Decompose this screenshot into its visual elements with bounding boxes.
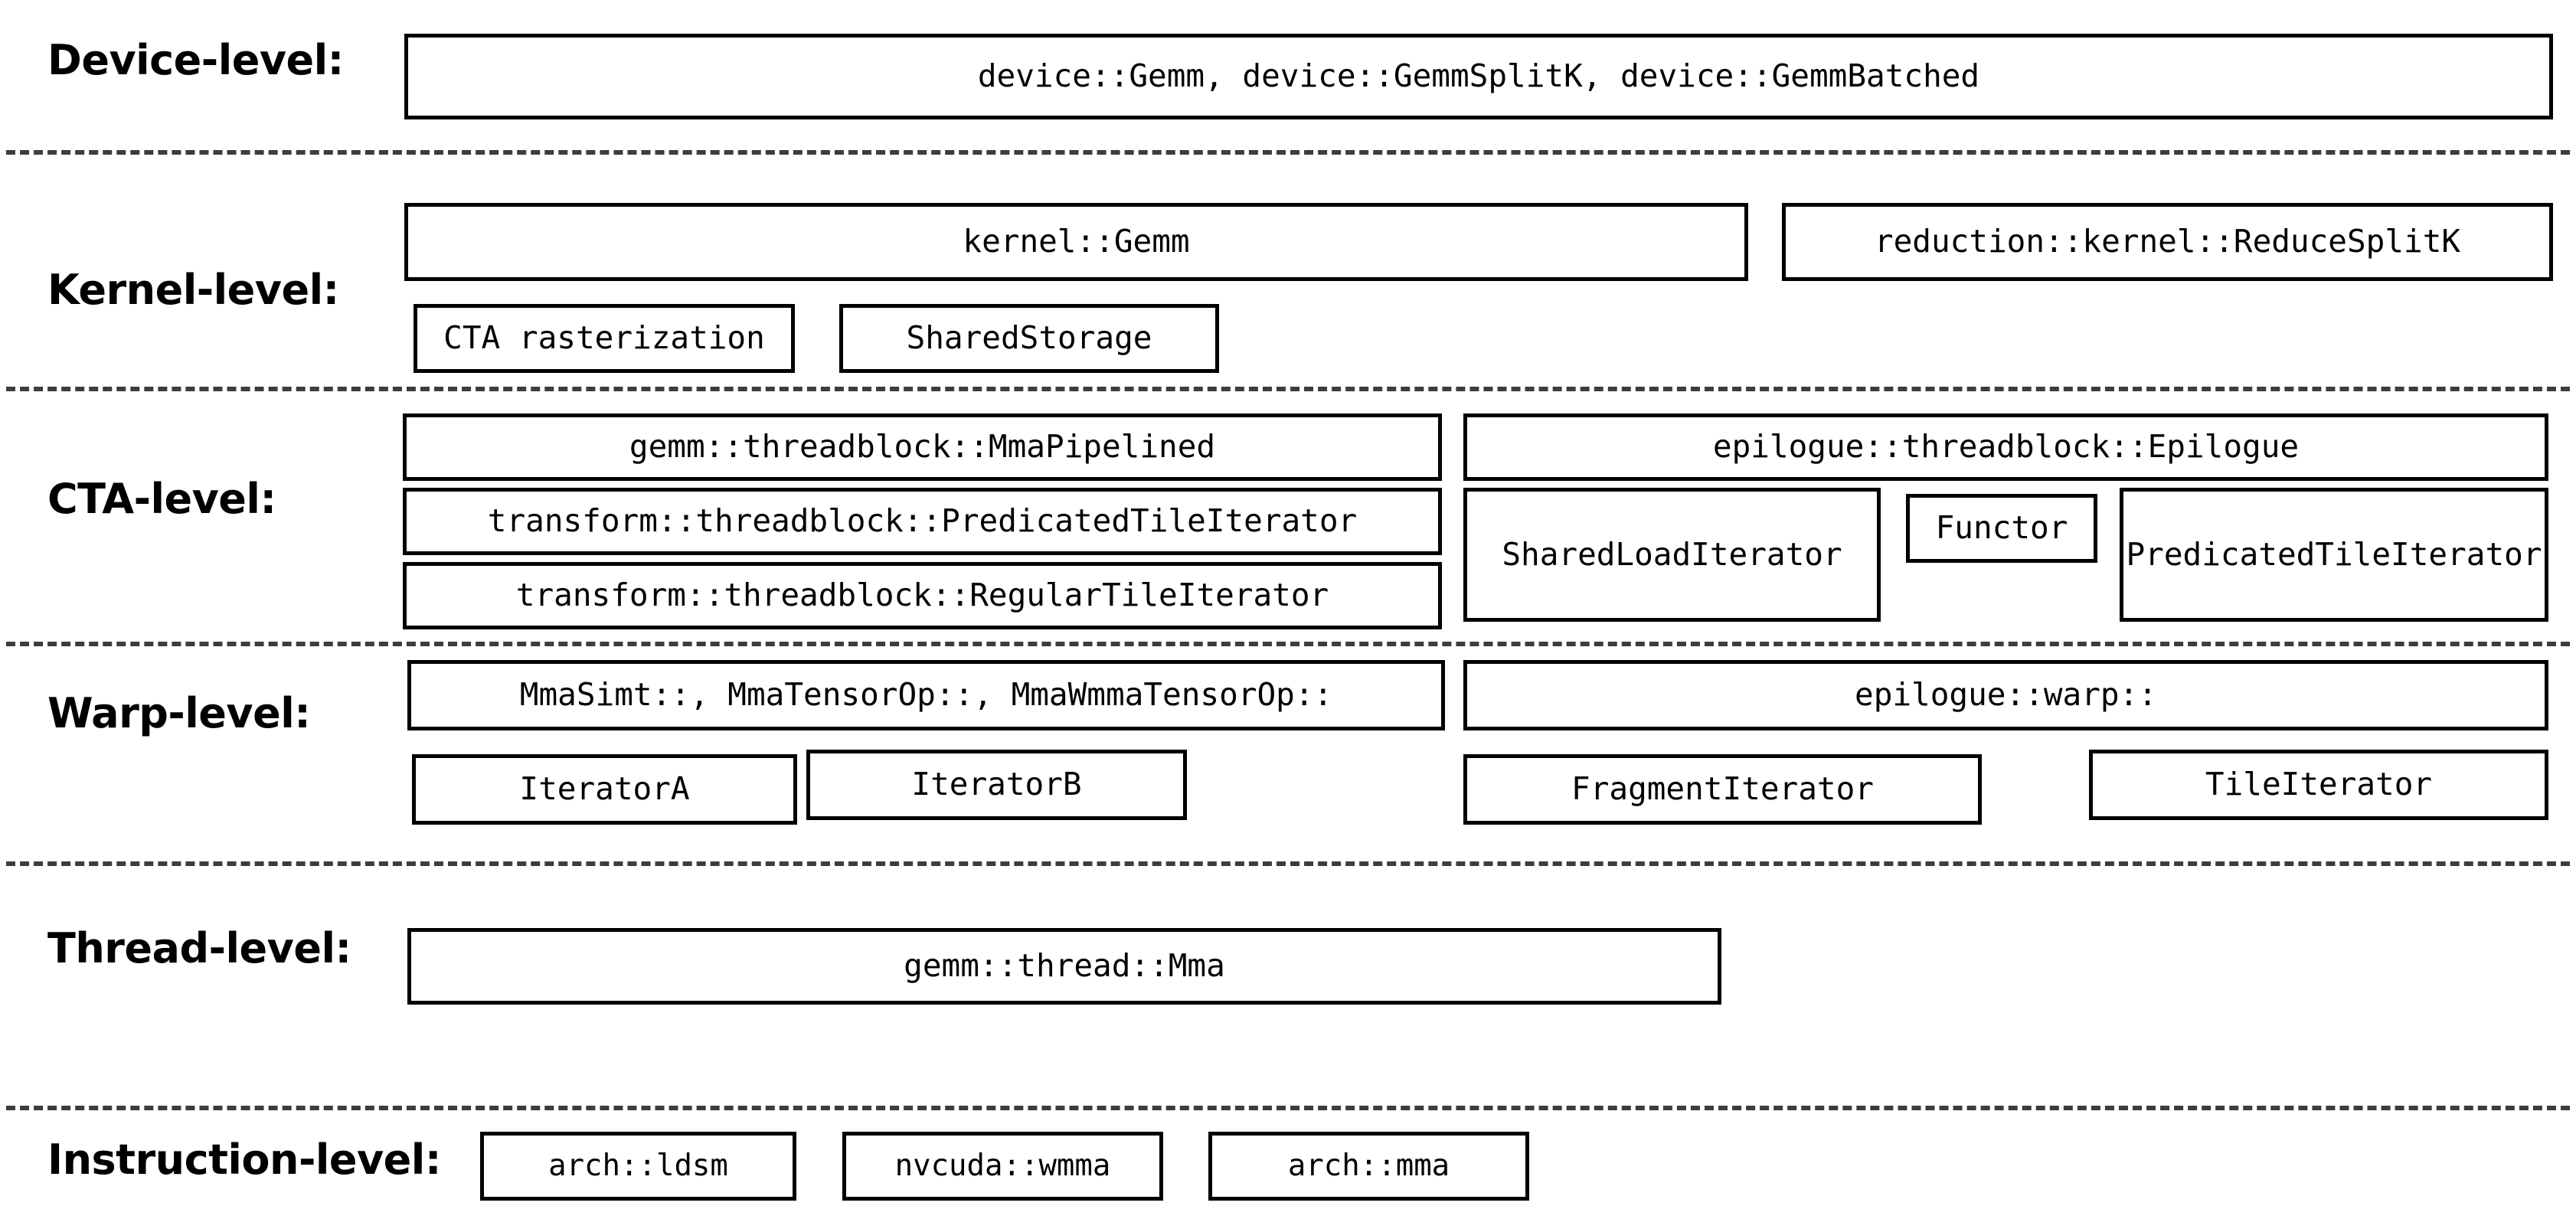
node-arch-ldsm[interactable]: arch::ldsm [480, 1132, 796, 1201]
node-cta-rasterization[interactable]: CTA rasterization [414, 304, 795, 373]
level-label-kernel: Kernel-level: [47, 266, 339, 314]
node-shared-load-iterator[interactable]: SharedLoadIterator [1463, 488, 1881, 622]
node-mma-simt-tensorop-wmma[interactable]: MmaSimt::, MmaTensorOp::, MmaWmmaTensorO… [407, 660, 1445, 730]
level-label-warp: Warp-level: [47, 689, 311, 737]
node-nvcuda-wmma-label: nvcuda::wmma [894, 1148, 1111, 1183]
node-epilogue-threadblock-epilogue[interactable]: epilogue::threadblock::Epilogue [1463, 413, 2548, 481]
node-tile-iterator[interactable]: TileIterator [2089, 750, 2548, 820]
node-shared-load-iterator-label: SharedLoadIterator [1502, 535, 1842, 573]
node-transform-threadblock-regulartileiterator[interactable]: transform::threadblock::RegularTileItera… [403, 562, 1442, 629]
node-shared-storage-label: SharedStorage [906, 319, 1152, 357]
divider-kernel-cta [6, 387, 2570, 391]
node-transform-threadblock-predicatedtileiterator-label: transform::threadblock::PredicatedTileIt… [487, 502, 1358, 540]
node-cta-rasterization-label: CTA rasterization [443, 319, 765, 357]
node-shared-storage[interactable]: SharedStorage [839, 304, 1219, 373]
node-iterator-a-label: IteratorA [519, 770, 690, 808]
node-epilogue-threadblock-epilogue-label: epilogue::threadblock::Epilogue [1712, 428, 2300, 466]
node-device-gemm-label: device::Gemm, device::GemmSplitK, device… [977, 57, 1980, 95]
node-functor[interactable]: Functor [1906, 494, 2097, 563]
node-iterator-b[interactable]: IteratorB [806, 750, 1187, 820]
node-predicated-tile-iterator-label: PredicatedTileIterator [2126, 535, 2542, 573]
node-reduction-kernel-reducesplitk[interactable]: reduction::kernel::ReduceSplitK [1782, 203, 2553, 281]
level-label-instruction: Instruction-level: [47, 1136, 441, 1184]
divider-device-kernel [6, 150, 2570, 155]
node-epilogue-warp-label: epilogue::warp:: [1855, 676, 2157, 714]
node-gemm-thread-mma-label: gemm::thread::Mma [904, 947, 1225, 985]
node-kernel-gemm-label: kernel::Gemm [963, 223, 1190, 260]
node-device-gemm[interactable]: device::Gemm, device::GemmSplitK, device… [404, 34, 2553, 119]
node-gemm-threadblock-mmapipelined[interactable]: gemm::threadblock::MmaPipelined [403, 413, 1442, 481]
node-fragment-iterator[interactable]: FragmentIterator [1463, 754, 1982, 825]
node-transform-threadblock-predicatedtileiterator[interactable]: transform::threadblock::PredicatedTileIt… [403, 488, 1442, 555]
node-epilogue-warp[interactable]: epilogue::warp:: [1463, 660, 2548, 730]
level-label-thread: Thread-level: [47, 924, 351, 972]
node-tile-iterator-label: TileIterator [2205, 766, 2433, 803]
node-transform-threadblock-regulartileiterator-label: transform::threadblock::RegularTileItera… [515, 577, 1329, 614]
node-reduction-kernel-reducesplitk-label: reduction::kernel::ReduceSplitK [1874, 223, 2461, 260]
node-arch-ldsm-label: arch::ldsm [548, 1148, 728, 1183]
node-kernel-gemm[interactable]: kernel::Gemm [404, 203, 1748, 281]
divider-thread-instruction [6, 1106, 2570, 1110]
level-label-device: Device-level: [47, 36, 344, 84]
level-label-cta: CTA-level: [47, 475, 276, 523]
node-nvcuda-wmma[interactable]: nvcuda::wmma [842, 1132, 1163, 1201]
node-gemm-threadblock-mmapipelined-label: gemm::threadblock::MmaPipelined [629, 428, 1216, 466]
divider-cta-warp [6, 642, 2570, 646]
node-functor-label: Functor [1935, 509, 2068, 547]
node-iterator-b-label: IteratorB [911, 766, 1082, 803]
node-iterator-a[interactable]: IteratorA [412, 754, 797, 825]
node-mma-simt-tensorop-wmma-label: MmaSimt::, MmaTensorOp::, MmaWmmaTensorO… [519, 676, 1333, 714]
divider-warp-thread [6, 861, 2570, 866]
node-fragment-iterator-label: FragmentIterator [1571, 770, 1874, 808]
node-gemm-thread-mma[interactable]: gemm::thread::Mma [407, 928, 1721, 1005]
node-arch-mma-label: arch::mma [1287, 1148, 1450, 1183]
node-arch-mma[interactable]: arch::mma [1208, 1132, 1529, 1201]
node-predicated-tile-iterator[interactable]: PredicatedTileIterator [2120, 488, 2548, 622]
